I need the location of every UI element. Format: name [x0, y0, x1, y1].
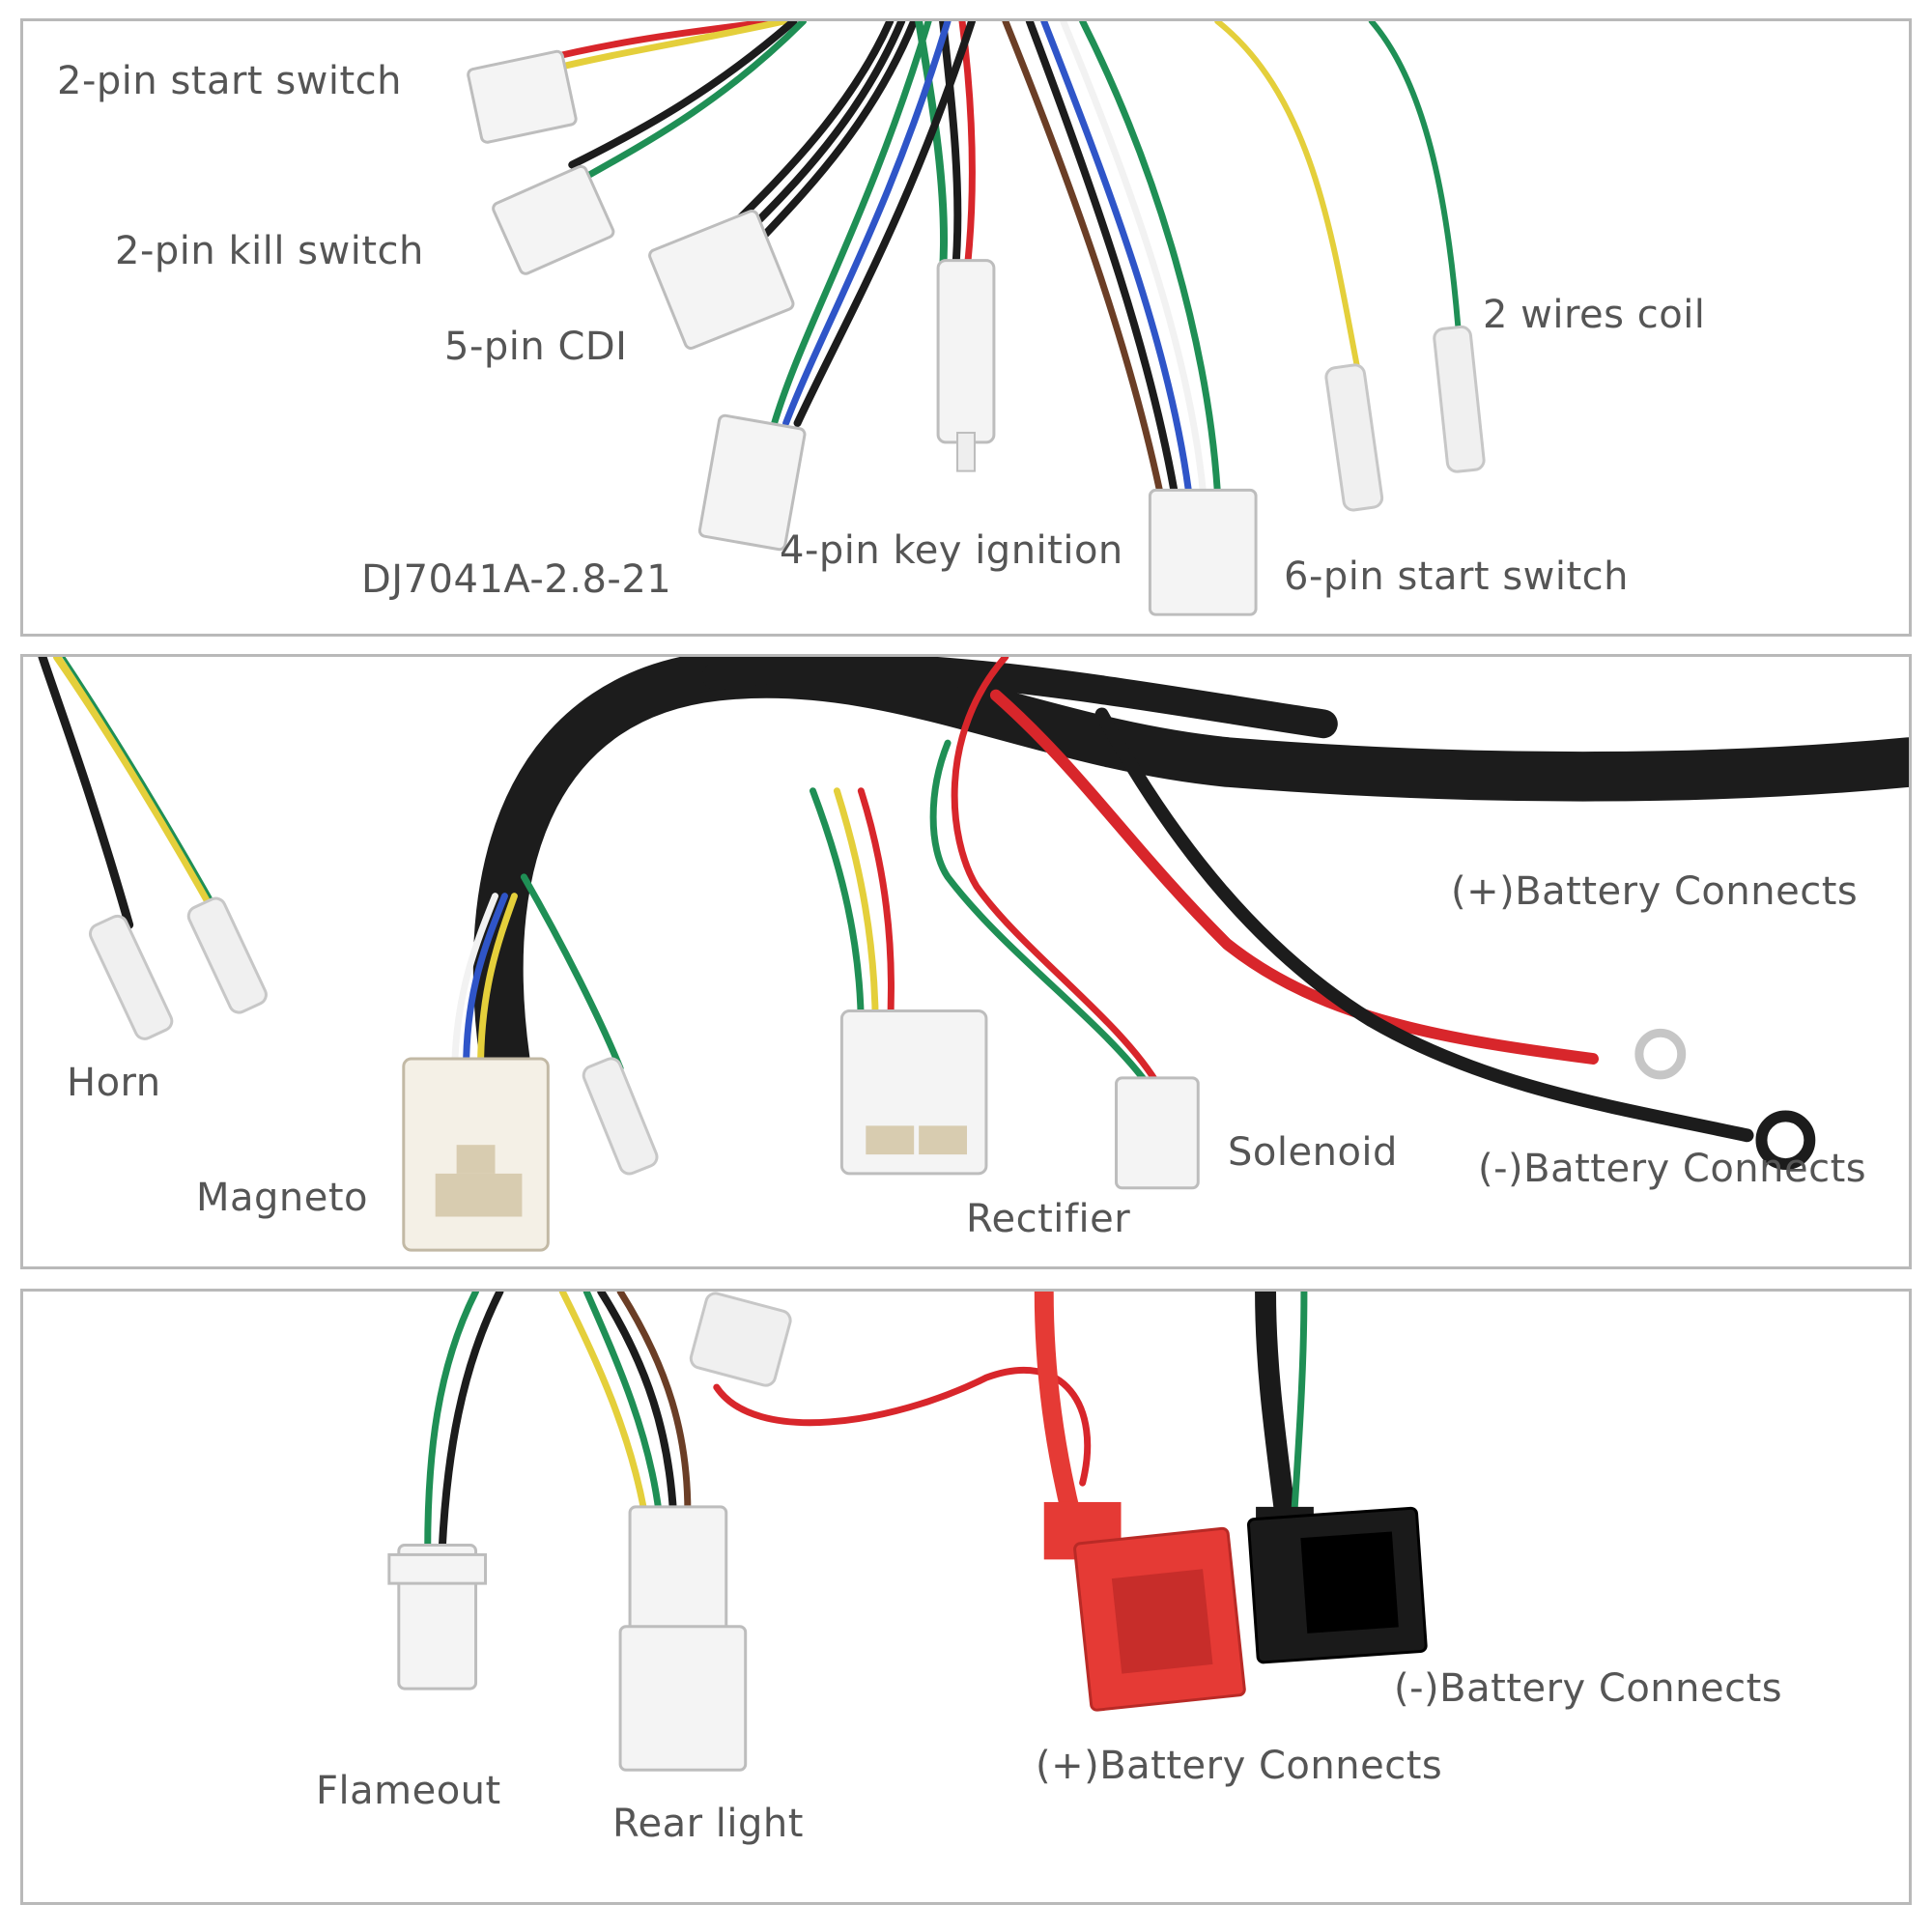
label-2pin-start-switch: 2-pin start switch	[57, 59, 403, 103]
label-2pin-kill-switch: 2-pin kill switch	[115, 229, 424, 273]
label-positive-battery-connects: (+)Battery Connects	[1036, 1744, 1443, 1788]
wire-harness-middle-photo	[38, 657, 1909, 1252]
label-2-wires-coil: 2 wires coil	[1483, 293, 1706, 337]
label-6pin-start-switch: 6-pin start switch	[1284, 554, 1630, 599]
label-rectifier: Rectifier	[966, 1197, 1131, 1241]
label-magneto: Magneto	[196, 1176, 369, 1220]
panel-middle-connectors: (+)Battery Connects Horn Solenoid (-)Bat…	[20, 654, 1912, 1269]
connectors-bottom	[387, 1292, 1428, 1772]
wire-bundle-middle	[38, 657, 1909, 1143]
wire-bundle-top	[539, 21, 1462, 495]
label-rear-light: Rear light	[612, 1802, 804, 1846]
wire-harness-top-photo	[467, 21, 1486, 616]
label-solenoid: Solenoid	[1228, 1130, 1398, 1175]
label-negative-battery-connects: (-)Battery Connects	[1478, 1147, 1867, 1191]
panel-bottom-connectors: (-)Battery Connects (+)Battery Connects …	[20, 1289, 1912, 1905]
label-4pin-key-ignition: 4-pin key ignition	[780, 528, 1123, 573]
connectors-middle	[88, 896, 1816, 1252]
label-dj7041a: DJ7041A-2.8-21	[361, 557, 672, 602]
panel-top-connectors: 2-pin start switch 2-pin kill switch 5-p…	[20, 18, 1912, 637]
label-negative-battery-connects: (-)Battery Connects	[1394, 1666, 1783, 1711]
label-horn: Horn	[67, 1061, 161, 1105]
label-5pin-cdi: 5-pin CDI	[444, 325, 628, 369]
label-flameout: Flameout	[316, 1769, 501, 1813]
wire-harness-bottom-photo	[387, 1292, 1428, 1772]
label-positive-battery-connects: (+)Battery Connects	[1451, 869, 1859, 914]
connectors-top	[467, 49, 1486, 616]
wire-bundle-bottom	[424, 1292, 1308, 1554]
